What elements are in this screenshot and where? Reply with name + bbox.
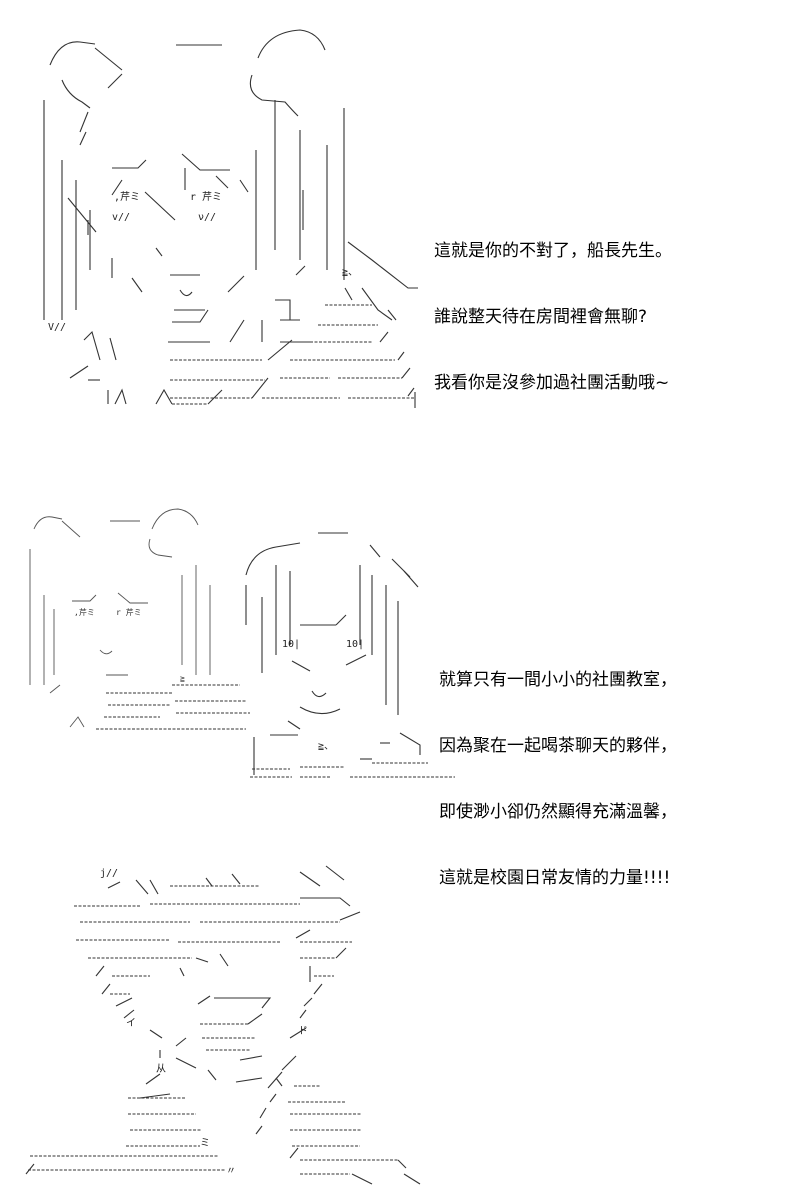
ascii-art-girl-with-hat: ,芹ミ r 芹ミ v// ν// V// ≧、 — [43, 29, 418, 408]
art-label-p3-cheek-left: イ — [126, 1018, 136, 1029]
art-label-p2-eye-right: r 芹ミ — [116, 607, 142, 617]
art-label-p3-cheek-right: ド — [298, 1026, 308, 1037]
art-label-p2-eye2-left: 10| — [282, 639, 300, 650]
art-label-p2-collar-right: ≧、 — [318, 741, 334, 752]
art-label-collar: ≧、 — [342, 267, 358, 278]
panel-3: j// — [0, 858, 800, 1188]
ascii-art-two-girls: ,芹ミ r 芹ミ ≧ 10| 10| — [29, 508, 455, 778]
art-label-hair-tip: V// — [48, 322, 66, 333]
caption-2-line-4: 這就是校園日常友情的力量!!!! — [439, 868, 671, 888]
art-label-p3-collar-left: ミ — [200, 1138, 210, 1149]
caption-2-line-3: 即使渺小卻仍然顯得充滿溫馨， — [439, 802, 677, 822]
caption-2-line-1: 就算只有一間小小的社團教室， — [439, 670, 677, 690]
caption-1-line-1: 這就是你的不對了，船長先生。 — [434, 241, 672, 261]
art-label-p3-collar-right: 〃 — [226, 1166, 236, 1177]
caption-1: 這就是你的不對了，船長先生。 誰說整天待在房間裡會無聊? 我看你是沒參加過社團活… — [434, 196, 672, 438]
art-label-p2-collar-left: ≧ — [180, 674, 185, 683]
art-label-p2-eye-left: ,芹ミ — [74, 607, 95, 617]
caption-1-line-2: 誰說整天待在房間裡會無聊? — [434, 307, 648, 327]
caption-2-line-2: 因為聚在一起喝茶聊天的夥伴， — [439, 736, 677, 756]
caption-2: 就算只有一間小小的社團教室， 因為聚在一起喝茶聊天的夥伴， 即使渺小卻仍然顯得充… — [439, 625, 677, 933]
panel-1: ,芹ミ r 芹ミ v// ν// V// ≧、 — [0, 20, 800, 420]
art-label-eye-left: ,芹ミ — [114, 191, 140, 203]
art-label-eye-right-lower: ν// — [198, 212, 216, 223]
caption-1-line-3: 我看你是沒參加過社團活動哦~ — [434, 373, 670, 393]
panel-2: ,芹ミ r 芹ミ ≧ 10| 10| — [0, 505, 800, 888]
art-label-eye-left-lower: v// — [112, 212, 130, 223]
art-label-p3-top: j// — [100, 868, 118, 879]
ascii-art-boy-shouting: j// — [25, 865, 421, 1185]
art-label-p2-eye2-right: 10| — [346, 639, 364, 650]
art-label-p3-neck: 从 — [156, 1064, 166, 1075]
art-label-eye-right: r 芹ミ — [190, 191, 222, 203]
